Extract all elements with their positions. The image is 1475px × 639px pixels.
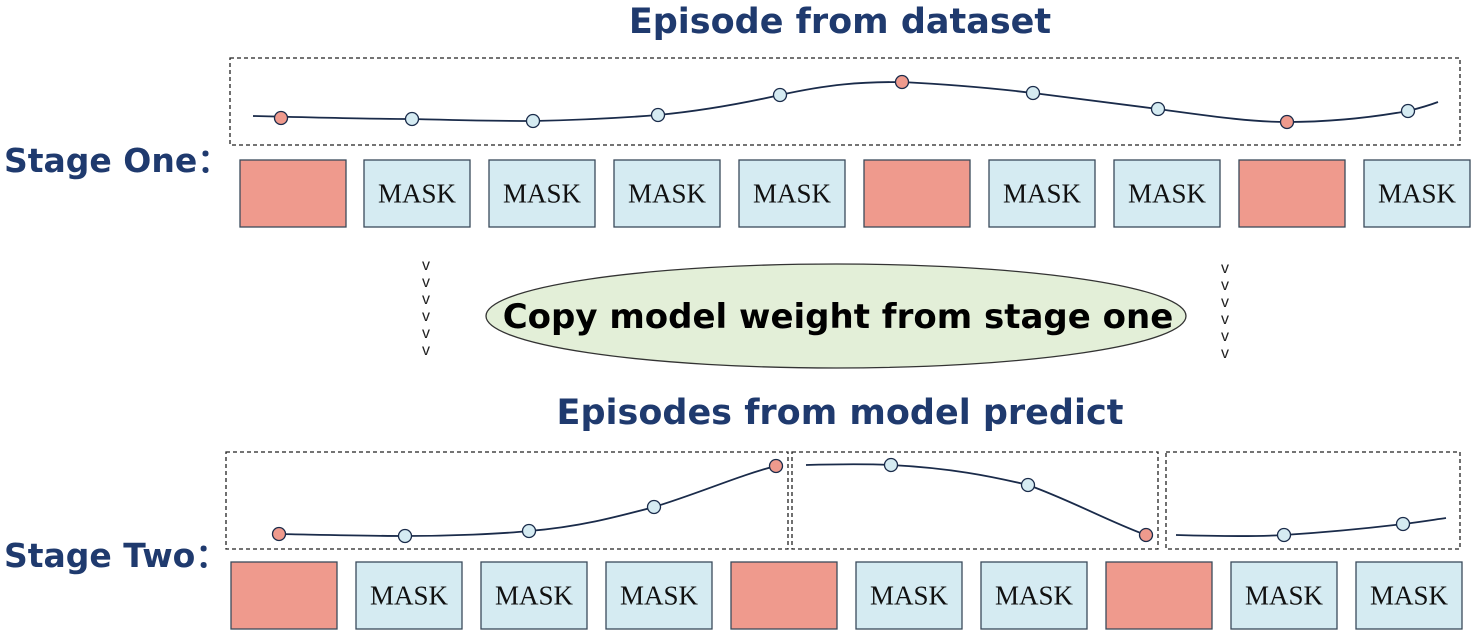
- arrow-chevron: v: [422, 308, 430, 325]
- arrow-chevron: v: [1221, 277, 1229, 294]
- arrow-chevron: v: [422, 274, 430, 291]
- stage-two-mask-box: [480, 561, 588, 630]
- stage-one-mask-box: [488, 159, 596, 228]
- stage-one-point-red: [894, 74, 910, 90]
- stage-two-point-red: [271, 526, 287, 542]
- stage-two-key-frame-box: [230, 561, 338, 630]
- stage-two-episode-box-2: [791, 451, 1159, 550]
- stage-two-mask-box: [1230, 561, 1338, 630]
- arrow-chevron: v: [422, 257, 430, 274]
- stage-two-mask-box: [855, 561, 963, 630]
- stage-two-mask-label: MASK: [1245, 581, 1324, 611]
- arrow-chevron: v: [422, 291, 430, 308]
- stage-one-mask-box: [988, 159, 1096, 228]
- stage-two-mask-box: [980, 561, 1088, 630]
- stage-two-key-frame-box: [1105, 561, 1213, 630]
- stage-one-points: [273, 74, 1416, 130]
- stage-two-point-blue: [397, 528, 413, 544]
- stage-two-mask-box: [355, 561, 463, 630]
- stage-two-point-red: [768, 458, 784, 474]
- stage-one-point-blue: [650, 107, 666, 123]
- stage-one-mask-label: MASK: [1128, 179, 1207, 209]
- stage-one-mask-box: [363, 159, 471, 228]
- stage-one-key-frame-box: [1238, 159, 1346, 228]
- arrow-chevron: v: [1221, 328, 1229, 345]
- stage-one-mask-label: MASK: [628, 179, 707, 209]
- stage-one-point-blue: [404, 111, 420, 127]
- stage-one-boxes: MASK MASK MASK MASK MASK MASK MASK: [239, 159, 1471, 228]
- stage-one-mask-label: MASK: [1003, 179, 1082, 209]
- stage-one-key-frame-box: [863, 159, 971, 228]
- copy-weight-ellipse: [485, 263, 1187, 369]
- arrow-chevron: v: [1221, 311, 1229, 328]
- arrow-chevron: v: [422, 342, 430, 359]
- stage-two-point-blue: [1020, 477, 1036, 493]
- stage-two-episode-box-3: [1165, 451, 1461, 550]
- stage-one-mask-label: MASK: [1378, 179, 1457, 209]
- stage-one-point-blue: [525, 113, 541, 129]
- arrow-chevron: v: [422, 325, 430, 342]
- stage-one-point-blue: [1025, 85, 1041, 101]
- title-top: Episode from dataset: [629, 2, 1051, 42]
- stage-one-trajectory: [252, 81, 1439, 123]
- stage-two-mask-label: MASK: [870, 581, 949, 611]
- stage-two-point-red: [1138, 527, 1154, 543]
- stage-one-point-red: [1279, 114, 1295, 130]
- stage-two-mask-label: MASK: [1370, 581, 1449, 611]
- stage-two-label: Stage Two：: [4, 536, 228, 575]
- stage-one-episode-box: [229, 57, 1461, 146]
- stage-one-label: Stage One：: [4, 141, 230, 180]
- stage-two-boxes: MASK MASK MASK MASK MASK MASK MASK: [230, 561, 1463, 630]
- stage-two-trajectory-3: [1175, 517, 1447, 538]
- stage-one-point-blue: [772, 87, 788, 103]
- stage-two-mask-label: MASK: [370, 581, 449, 611]
- stage-two-trajectory-2: [805, 463, 1147, 536]
- stage-one-mask-label: MASK: [378, 179, 457, 209]
- stage-two-point-blue: [646, 499, 662, 515]
- stage-one-key-frame-box: [239, 159, 347, 228]
- stage-two-key-frame-box: [730, 561, 838, 630]
- stage-two-mask-box: [1355, 561, 1463, 630]
- arrow-chevron: v: [1221, 294, 1229, 311]
- stage-two-point-blue: [521, 523, 537, 539]
- copy-weight-label: Copy model weight from stage one: [503, 297, 1174, 337]
- stage-one-point-blue: [1150, 101, 1166, 117]
- stage-two-point-blue: [1395, 516, 1411, 532]
- stage-two-mask-label: MASK: [495, 581, 574, 611]
- title-middle: Episodes from model predict: [557, 393, 1124, 433]
- stage-two-mask-label: MASK: [620, 581, 699, 611]
- stage-one-mask-label: MASK: [753, 179, 832, 209]
- stage-one-mask-box: [613, 159, 721, 228]
- stage-two-point-blue: [883, 457, 899, 473]
- stage-two-mask-label: MASK: [995, 581, 1074, 611]
- stage-one-point-blue: [1400, 103, 1416, 119]
- stage-two-mask-box: [605, 561, 713, 630]
- stage-two-episode-box-1: [225, 451, 789, 550]
- stage-one-mask-box: [1113, 159, 1221, 228]
- stage-one-mask-box: [738, 159, 846, 228]
- stage-one-mask-label: MASK: [503, 179, 582, 209]
- stage-two-points: [271, 457, 1411, 544]
- stage-two-point-blue: [1276, 527, 1292, 543]
- stage-one-point-red: [273, 110, 289, 126]
- arrow-chevron: v: [1221, 260, 1229, 277]
- arrow-chevron: v: [1221, 345, 1229, 362]
- stage-one-mask-box: [1363, 159, 1471, 228]
